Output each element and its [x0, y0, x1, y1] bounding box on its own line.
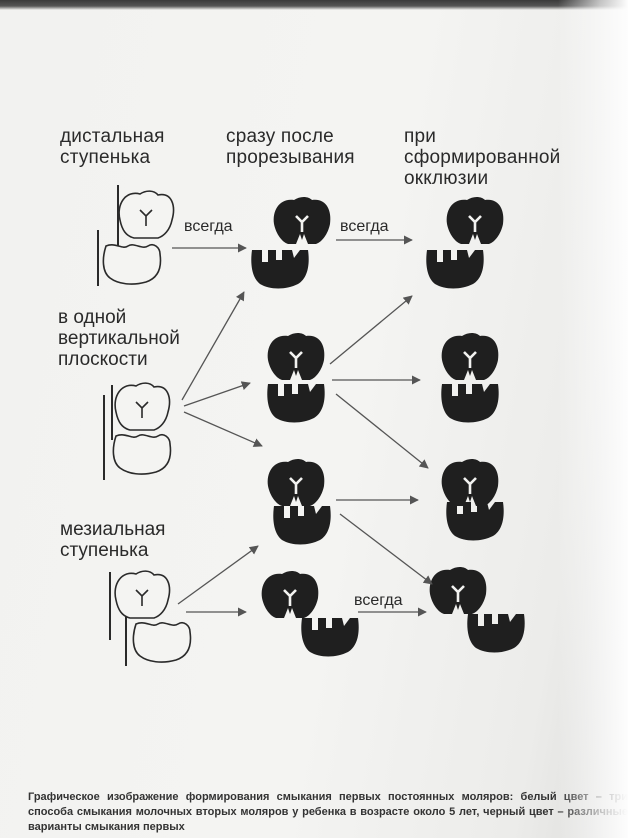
formed-vertical-black-teeth	[440, 331, 500, 423]
arrow-label-always-2: всегда	[340, 218, 389, 235]
arrow-label-always-3: всегда	[354, 592, 403, 609]
eruption-mesial-black-teeth	[260, 569, 359, 657]
page-right-shade	[558, 0, 628, 838]
vertical-plane-white-teeth	[103, 382, 172, 480]
arrow-vertical-to-eruption-top	[181, 291, 245, 401]
eruption-vertical-black-teeth	[266, 331, 326, 423]
figure-caption: Графическое изображение формирования смы…	[28, 791, 628, 833]
arrow-mesial-to-eruption-low	[177, 545, 259, 605]
formed-distal-black-teeth	[426, 195, 505, 289]
column-title-after-eruption: сразу после прорезывания	[226, 126, 355, 168]
formed-mesial-black-teeth-2	[428, 565, 525, 653]
row-label-mesial-step: мезиальная ступенька	[60, 519, 166, 561]
arrow-eruption-low-to-formed-bottom	[339, 513, 433, 585]
arrow-vertical-to-eruption-mid	[183, 381, 251, 407]
distal-step-white-teeth	[97, 185, 175, 286]
page-top-edge	[0, 0, 628, 10]
eruption-distal-black-teeth	[251, 195, 332, 289]
mesial-step-white-teeth	[109, 570, 192, 666]
arrow-eruption-mid-to-formed-top	[329, 295, 413, 365]
eruption-vertical-black-teeth-2	[266, 457, 331, 545]
column-title-formed-occlusion: при сформированной окклюзии	[404, 126, 561, 189]
arrow-eruption-mid-to-formed-low	[335, 393, 429, 469]
transition-arrows	[172, 235, 433, 617]
row-label-vertical-plane: в одной вертикальной плоскости	[58, 307, 180, 370]
arrow-label-always-1: всегда	[184, 218, 233, 235]
arrow-vertical-to-eruption-low	[183, 411, 263, 447]
column-title-distal-step: дистальная ступенька	[60, 126, 165, 168]
formed-mesial-black-teeth	[440, 457, 504, 541]
